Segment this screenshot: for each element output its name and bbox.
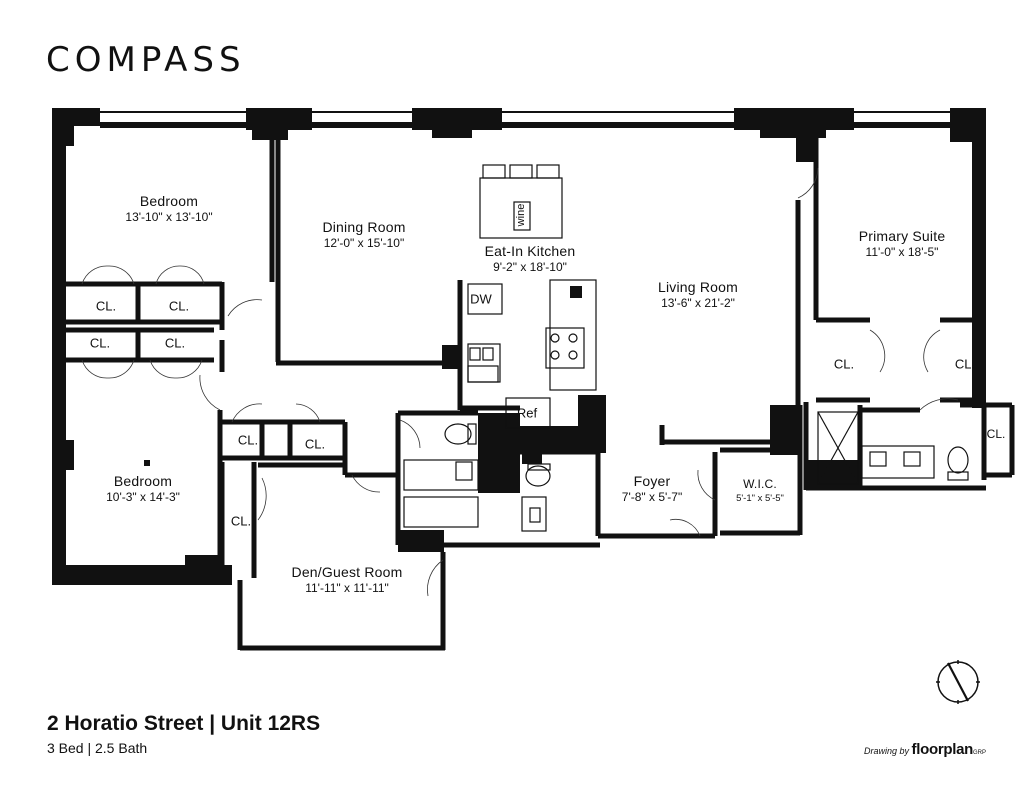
room-dims: 13'-10" x 13'-10" xyxy=(125,210,213,225)
room-dining: Dining Room 12'-0" x 15'-10" xyxy=(322,218,405,252)
closet-label: CL. xyxy=(986,427,1006,441)
room-dims: 13'-6" x 21'-2" xyxy=(661,296,735,311)
room-dims: 12'-0" x 15'-10" xyxy=(323,236,405,251)
room-dims: 11'-0" x 18'-5" xyxy=(865,245,939,260)
room-name: Bedroom xyxy=(113,473,173,489)
room-name: Den/Guest Room xyxy=(291,564,403,580)
room-kitchen: Eat-In Kitchen 9'-2" x 18'-10" xyxy=(485,242,576,276)
door-swings xyxy=(81,167,959,597)
room-bedroom-2: Bedroom 10'-3" x 14'-3" xyxy=(106,472,180,506)
credit-prefix: Drawing by xyxy=(864,746,910,756)
room-foyer: Foyer 7'-8" x 5'-7" xyxy=(622,472,682,506)
kitchen-fixtures xyxy=(467,164,597,429)
room-name: Living Room xyxy=(657,279,739,295)
room-dims: 5'-1" x 5'-5" xyxy=(736,492,784,504)
closet-label: CL. xyxy=(230,513,252,529)
room-name: W.I.C. xyxy=(743,477,777,491)
room-primary-suite: Primary Suite 11'-0" x 18'-5" xyxy=(859,227,946,261)
room-bedroom-1: Bedroom 13'-10" x 13'-10" xyxy=(125,192,212,226)
room-name: Dining Room xyxy=(322,219,406,235)
north-arrow xyxy=(936,660,980,704)
wine-fridge-label: wine xyxy=(515,203,527,227)
room-name: Eat-In Kitchen xyxy=(484,243,576,259)
wall-blocks xyxy=(398,345,860,552)
closet-label: CL. xyxy=(164,335,186,351)
closet-label: CL. xyxy=(168,298,190,314)
exterior-walls xyxy=(52,108,986,585)
closet-label: CL. xyxy=(89,335,111,351)
dishwasher-label: DW xyxy=(470,291,492,307)
refrigerator-label: Ref xyxy=(516,405,538,421)
room-dims: 10'-3" x 14'-3" xyxy=(106,490,180,505)
room-den: Den/Guest Room 11'-11" x 11'-11" xyxy=(292,563,403,597)
room-dims: 7'-8" x 5'-7" xyxy=(621,490,683,505)
bath-fixtures xyxy=(403,411,969,532)
room-dims: 9'-2" x 18'-10" xyxy=(493,260,567,275)
listing-summary: 3 Bed | 2.5 Bath xyxy=(47,740,148,756)
brand-logo: COMPASS xyxy=(46,40,246,80)
room-dims: 11'-11" x 11'-11" xyxy=(305,581,389,596)
room-living: Living Room 13'-6" x 21'-2" xyxy=(658,278,738,312)
room-wic: W.I.C. 5'-1" x 5'-5" xyxy=(736,477,784,505)
closet-label: CL. xyxy=(833,356,855,372)
closet-label: CL. xyxy=(954,356,976,372)
drawing-credit: Drawing by floorplanGRP xyxy=(864,741,986,758)
credit-name: floorplan xyxy=(911,741,974,758)
closet-label: CL. xyxy=(304,436,326,452)
listing-address: 2 Horatio Street | Unit 12RS xyxy=(47,712,321,735)
closet-label: CL. xyxy=(95,298,117,314)
credit-suffix: GRP xyxy=(973,750,987,756)
room-name: Foyer xyxy=(633,473,671,489)
room-name: Bedroom xyxy=(139,193,199,209)
room-name: Primary Suite xyxy=(858,228,946,244)
closet-label: CL. xyxy=(237,432,259,448)
